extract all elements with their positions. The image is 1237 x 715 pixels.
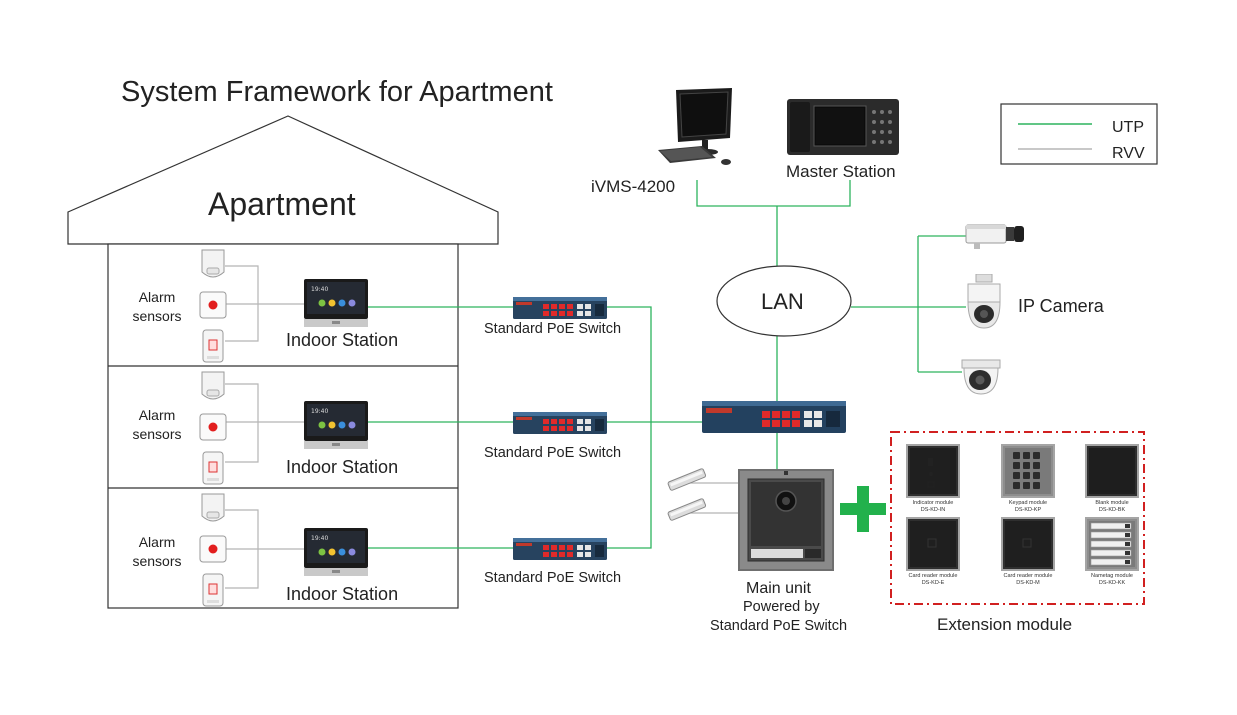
alarm-label: Alarm	[138, 407, 176, 423]
indoor-station-label: Indoor Station	[286, 330, 399, 350]
page-title: System Framework for Apartment	[121, 76, 553, 108]
extension-module-name: Card reader module	[1003, 573, 1053, 579]
lan-cloud	[716, 265, 852, 337]
poe-switch-icon	[513, 412, 607, 434]
sensors-label: sensors	[132, 553, 182, 569]
legend-box	[1000, 103, 1158, 165]
house-body	[107, 243, 459, 609]
extension-module-name: Blank module	[1095, 500, 1129, 506]
extension-module-icon	[1085, 517, 1139, 571]
magnetic-lock-icon	[667, 468, 707, 491]
panic-button-icon	[199, 413, 227, 441]
extension-module-icon	[906, 444, 960, 498]
extension-module-model: DS-KD-KP	[1014, 507, 1042, 513]
svg-text:19:40: 19:40	[311, 286, 328, 293]
box-camera-icon	[965, 224, 1024, 249]
magnetic-lock-icon	[667, 498, 707, 521]
legend-utp-label: UTP	[1112, 119, 1144, 136]
extension-label: Extension module	[937, 615, 1073, 634]
svg-text:19:40: 19:40	[311, 408, 328, 415]
main-unit-icon	[738, 469, 834, 571]
poe-switch-label: Standard PoE Switch	[484, 445, 622, 461]
house-label: Apartment	[208, 186, 356, 222]
poe-switch-label: Standard PoE Switch	[484, 570, 622, 586]
dome-ptz-camera-icon	[967, 274, 1001, 329]
panic-button-icon	[199, 291, 227, 319]
main-unit-label: Main unit	[746, 580, 811, 597]
extension-module-name: Card reader module	[908, 573, 958, 579]
door-contact-icon	[202, 451, 224, 485]
main-poe-switch-icon	[702, 401, 846, 433]
extension-module-icon	[1001, 517, 1055, 571]
master-station-icon	[787, 99, 899, 155]
alarm-sensors-label: Alarm sensors	[128, 288, 186, 326]
extension-module-icon	[906, 517, 960, 571]
alarm-label: Alarm	[138, 534, 176, 550]
extension-module-model: DS-KD-KK	[1098, 580, 1126, 586]
extension-module-model: DS-KD-E	[921, 580, 945, 586]
extension-frame	[890, 431, 1145, 605]
alarm-sensors-label: Alarm sensors	[128, 406, 186, 444]
door-contact-icon	[202, 329, 224, 363]
indoor-station-label: Indoor Station	[286, 457, 399, 477]
alarm-label: Alarm	[138, 289, 176, 305]
extension-module-model: DS-KD-BK	[1098, 507, 1126, 513]
poe-switch-icon	[513, 538, 607, 560]
utp-wires	[366, 180, 968, 549]
extension-module-name: Indicator module	[912, 500, 954, 506]
extension-module-icon	[1085, 444, 1139, 498]
ip-camera-label: IP Camera	[1018, 296, 1104, 316]
master-station-label: Master Station	[786, 162, 896, 181]
extension-module-icon	[1001, 444, 1055, 498]
extension-module-name: Nametag module	[1091, 573, 1133, 579]
extension-module-model: DS-KD-M	[1016, 580, 1040, 586]
indoor-station-icon: 19:40	[304, 528, 368, 576]
indoor-station-icon: 19:40	[304, 401, 368, 449]
svg-text:19:40: 19:40	[311, 535, 328, 542]
extension-module-name: Keypad module	[1008, 500, 1048, 506]
pc-label: iVMS-4200	[591, 177, 676, 196]
plus-icon	[840, 486, 886, 532]
dome-camera-icon	[961, 359, 1001, 395]
indoor-station-label: Indoor Station	[286, 584, 399, 604]
poe-switch-icon	[513, 297, 607, 319]
legend-rvv-label: RVV	[1112, 145, 1145, 162]
pir-detector-icon	[201, 493, 225, 522]
panic-button-icon	[199, 535, 227, 563]
pir-detector-icon	[201, 249, 225, 278]
poe-switch-label: Standard PoE Switch	[484, 321, 622, 337]
lan-label: LAN	[761, 289, 804, 314]
house-roof	[67, 115, 499, 245]
extension-module-model: DS-KD-IN	[920, 507, 946, 513]
door-contact-icon	[202, 573, 224, 607]
main-unit-powered-label: Powered by	[743, 599, 820, 615]
main-unit-powered-switch-label: Standard PoE Switch	[710, 618, 848, 634]
alarm-sensors-label: Alarm sensors	[128, 533, 186, 571]
sensors-label: sensors	[132, 426, 182, 442]
sensors-label: sensors	[132, 308, 182, 324]
indoor-station-icon: 19:40	[304, 279, 368, 327]
pc-monitor-icon	[658, 88, 732, 165]
pir-detector-icon	[201, 371, 225, 400]
